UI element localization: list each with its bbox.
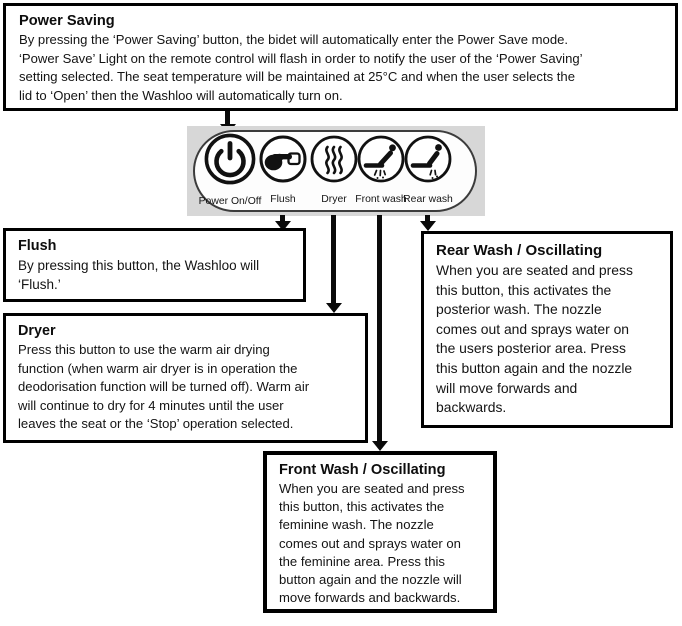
button-label: Flush xyxy=(270,194,296,205)
rear-wash-seat-icon xyxy=(399,134,457,189)
power-icon xyxy=(191,132,269,191)
dryer-title: Dryer xyxy=(18,323,56,339)
dryer-description: Press this button to use the warm air dr… xyxy=(18,342,310,432)
rear-wash-button[interactable]: Rear wash xyxy=(399,134,457,205)
power-saving-title: Power Saving xyxy=(19,13,115,29)
arrow-dryer-button-to-box xyxy=(331,215,336,303)
front-wash-info-box: Front Wash / Oscillating When you are se… xyxy=(263,451,497,613)
flush-info-box: Flush By pressing this button, the Washl… xyxy=(3,228,306,302)
heat-waves-icon xyxy=(307,134,361,189)
front-wash-title: Front Wash / Oscillating xyxy=(279,462,446,478)
arrow-rear-wash-button-to-box xyxy=(425,215,430,221)
dryer-info-box: Dryer Press this button to use the warm … xyxy=(3,313,368,443)
rear-wash-title: Rear Wash / Oscillating xyxy=(436,242,603,259)
power-saving-description: By pressing the ‘Power Saving’ button, t… xyxy=(19,32,583,103)
flush-title: Flush xyxy=(18,238,57,254)
front-wash-seat-icon xyxy=(352,134,410,189)
flush-hand-icon xyxy=(256,134,310,189)
power-onoff-button[interactable]: Power On/Off xyxy=(191,132,269,207)
front-wash-description: When you are seated and press this butto… xyxy=(279,481,465,606)
button-label: Rear wash xyxy=(403,194,453,205)
flush-description: By pressing this button, the Washloo wil… xyxy=(18,258,260,292)
arrow-flush-button-to-box xyxy=(280,215,285,221)
dryer-button[interactable]: Dryer xyxy=(307,134,361,205)
arrow-power-saving-to-panel xyxy=(225,111,230,124)
button-label: Power On/Off xyxy=(198,196,262,207)
flush-button[interactable]: Flush xyxy=(256,134,310,205)
arrow-front-wash-button-to-box xyxy=(377,215,382,441)
rear-wash-description: When you are seated and press this butto… xyxy=(436,262,633,416)
power-saving-info-box: Power Saving By pressing the ‘Power Savi… xyxy=(3,3,678,111)
front-wash-button[interactable]: Front wash xyxy=(352,134,410,205)
button-label: Dryer xyxy=(321,194,347,205)
button-label: Front wash xyxy=(355,194,407,205)
rear-wash-info-box: Rear Wash / Oscillating When you are sea… xyxy=(421,231,673,428)
